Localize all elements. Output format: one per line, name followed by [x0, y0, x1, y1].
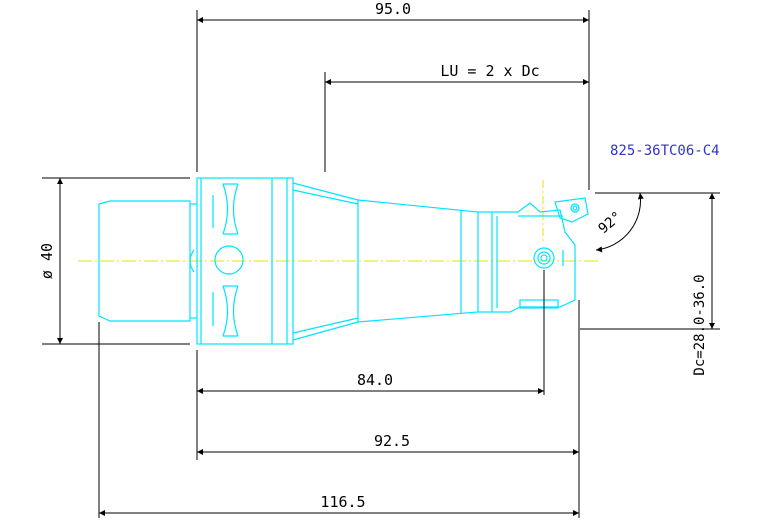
dim-116-5-label: 116.5 [320, 493, 365, 511]
body [357, 199, 479, 323]
dim-84-label: 84.0 [357, 371, 393, 389]
angle-label: 92° [596, 209, 626, 238]
upper-slot [222, 183, 239, 235]
lower-slot [222, 285, 239, 337]
cutter-head [491, 202, 576, 313]
part-number-label: 825-36TC06-C4 [610, 143, 720, 159]
extension-lines [42, 10, 720, 518]
taper [292, 182, 359, 341]
tool-holder-outline [98, 177, 589, 345]
dim-lu-label: LU = 2 x Dc [440, 62, 539, 80]
coolant-port [533, 247, 555, 269]
angle-arc [595, 192, 644, 253]
dim-95-label: 95.0 [375, 0, 411, 18]
flange [196, 177, 294, 345]
dim-diameter-label: ø 40 [38, 243, 56, 279]
drive-hole [214, 245, 244, 275]
insert [554, 197, 589, 223]
dim-92-5-label: 92.5 [374, 432, 410, 450]
dim-dc-label: Dc=28.0-36.0 [692, 274, 708, 375]
dimension-lines [57, 17, 715, 516]
shank [98, 200, 191, 322]
